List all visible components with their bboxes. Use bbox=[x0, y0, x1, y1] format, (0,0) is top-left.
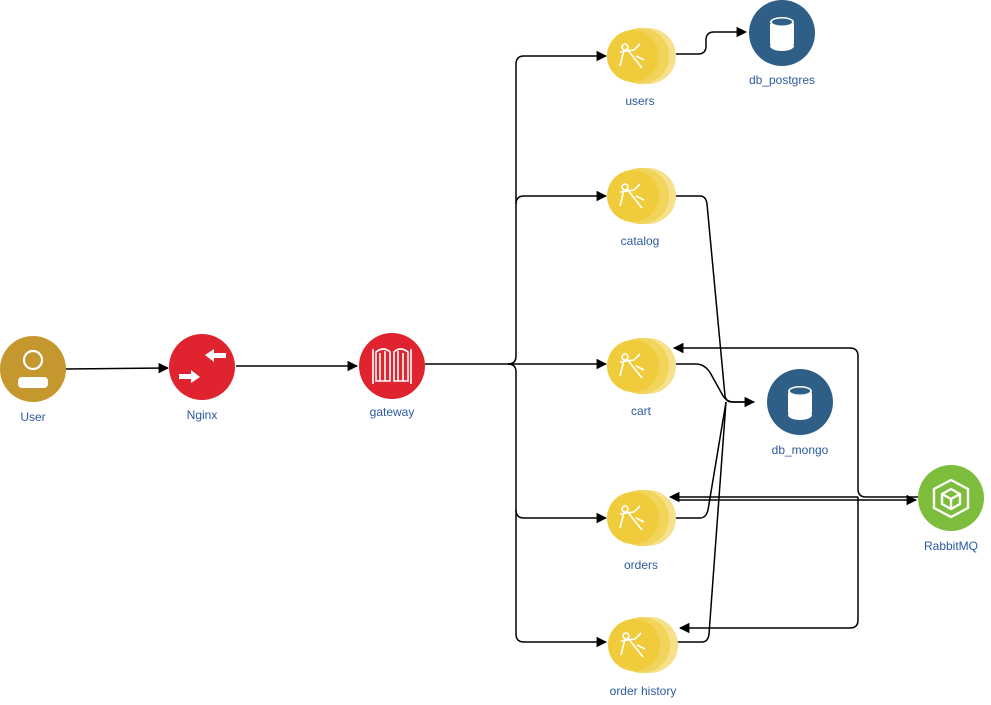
edge-catalog-mongo bbox=[676, 195, 756, 408]
gate-icon bbox=[372, 348, 412, 384]
microservice-icon bbox=[619, 183, 645, 209]
microservice-icon bbox=[619, 505, 645, 531]
edge-cart-mongo bbox=[676, 363, 754, 403]
edge-order-history-mongo bbox=[676, 401, 727, 643]
order-history-label: order history bbox=[609, 684, 677, 698]
edge-gateway-catalog bbox=[515, 190, 608, 205]
rabbitmq-label: RabbitMQ bbox=[923, 539, 979, 553]
user-label: User bbox=[20, 410, 46, 424]
user-node[interactable] bbox=[0, 336, 66, 402]
db-postgres-node[interactable] bbox=[749, 0, 815, 66]
edge-gateway-orders bbox=[507, 363, 608, 524]
edge-gateway-order-history bbox=[515, 510, 608, 648]
gateway-label: gateway bbox=[369, 405, 415, 419]
gateway-circle bbox=[359, 333, 425, 399]
nginx-label: Nginx bbox=[186, 408, 218, 422]
rabbitmq-node[interactable] bbox=[918, 465, 984, 531]
db-mongo-label: db_mongo bbox=[771, 443, 829, 457]
catalog-node[interactable] bbox=[607, 168, 676, 224]
catalog-label: catalog bbox=[620, 234, 660, 248]
orders-label: orders bbox=[623, 558, 658, 572]
users-node[interactable] bbox=[607, 28, 676, 84]
order-history-node[interactable] bbox=[608, 617, 678, 673]
database-icon bbox=[788, 386, 812, 420]
microservice-icon bbox=[619, 43, 645, 69]
user-icon-body bbox=[18, 377, 48, 388]
nginx-node[interactable] bbox=[169, 334, 235, 400]
orders-node[interactable] bbox=[607, 490, 676, 546]
cart-label: cart bbox=[630, 404, 651, 418]
users-label: users bbox=[625, 94, 655, 108]
edge-orders-mongo bbox=[676, 401, 727, 519]
gateway-node[interactable] bbox=[359, 333, 425, 399]
microservice-icon bbox=[619, 353, 645, 379]
db-postgres-label: db_postgres bbox=[748, 73, 816, 87]
edge-user-nginx bbox=[65, 362, 170, 374]
database-icon bbox=[770, 17, 794, 51]
microservice-icon bbox=[620, 632, 646, 658]
nginx-icon bbox=[179, 349, 226, 383]
rabbitmq-icon bbox=[932, 478, 970, 519]
edge-rabbitmq-order-history bbox=[678, 497, 859, 634]
cart-node[interactable] bbox=[607, 338, 676, 394]
edges bbox=[65, 26, 918, 648]
db-mongo-node[interactable] bbox=[767, 369, 833, 435]
nginx-circle bbox=[169, 334, 235, 400]
user-icon bbox=[22, 349, 44, 371]
edge-rabbitmq-cart bbox=[672, 342, 918, 498]
edge-users-postgres bbox=[676, 26, 748, 55]
